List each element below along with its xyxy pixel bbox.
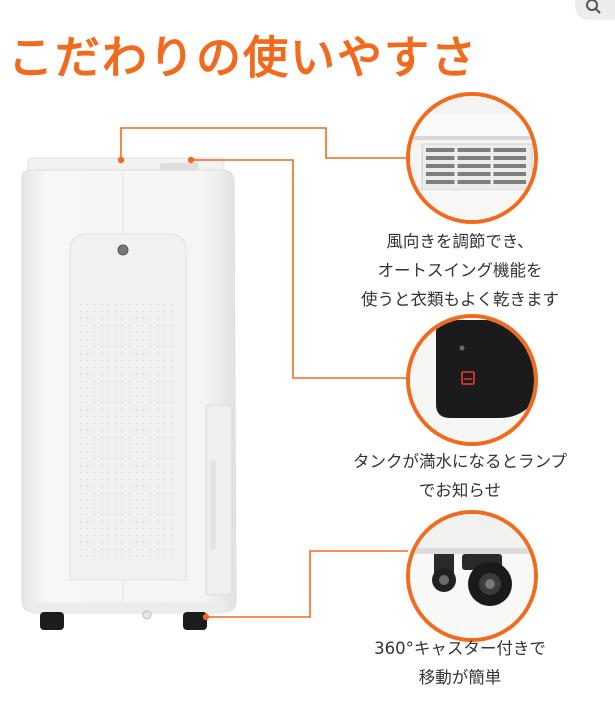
lamp-detail-circle xyxy=(406,314,538,446)
callout-line-vent xyxy=(120,127,408,160)
feature-text-lamp: タンクが満水になるとランプ でお知らせ xyxy=(352,452,567,500)
search-icon xyxy=(586,0,601,14)
louver-vent-icon xyxy=(410,96,534,220)
vent-detail-circle xyxy=(406,92,538,224)
feature-text-caster: 360°キャスター付きで 移動が簡単 xyxy=(374,639,546,687)
feature-text-vent: 風向きを調節でき、 オートスイング機能を 使うと衣類もよく乾きます xyxy=(361,232,559,309)
headline: こだわりの使いやすさ xyxy=(8,31,479,84)
callout-line-caster xyxy=(206,550,408,618)
caster-wheel-icon xyxy=(410,514,534,638)
callout-line-lamp xyxy=(190,159,408,379)
tank-full-lamp-icon xyxy=(410,318,534,442)
caster-detail-circle xyxy=(406,510,538,642)
search-button[interactable] xyxy=(575,0,615,20)
